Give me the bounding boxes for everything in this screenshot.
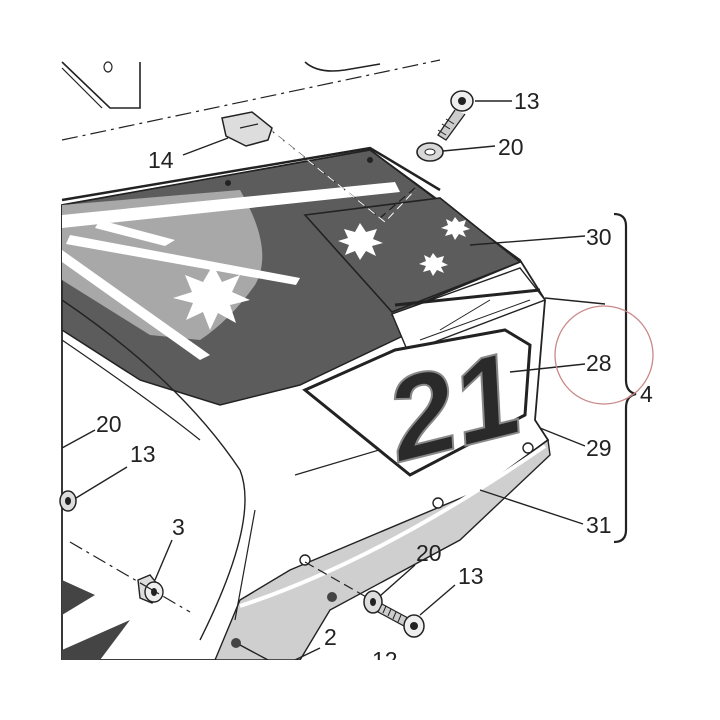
callout-20-bottom: 20: [416, 540, 442, 566]
callout-13-top: 13: [514, 88, 540, 114]
number-decal-28: 21: [302, 326, 535, 489]
bolt-part-13-bottom: [377, 603, 425, 638]
callout-4: 4: [640, 381, 653, 407]
upper-bracket-part: [61, 61, 381, 109]
white-strip: [391, 267, 547, 353]
axis-line-left: [69, 541, 191, 613]
axis-line-top: [61, 59, 441, 141]
bolt-part-13-top: [437, 90, 474, 141]
callout-13-left: 13: [130, 441, 156, 467]
group-bracket: [613, 212, 637, 544]
callout-3: 3: [172, 514, 185, 540]
axis-line-bottom: [304, 561, 369, 599]
washer-part-20-left: [59, 490, 77, 512]
washer-part-20-top: [416, 142, 444, 162]
highlight-circle: [554, 305, 654, 405]
washer-part-20-bottom: [363, 590, 383, 614]
callout-20-left: 20: [96, 411, 122, 437]
callout-30: 30: [586, 224, 612, 250]
decal-30: [303, 197, 522, 313]
left-star: [173, 265, 250, 330]
leader-lines: [61, 100, 606, 661]
callout-28: 28: [586, 350, 612, 376]
callout-20-top: 20: [498, 134, 524, 160]
bottom-mask: [0, 660, 720, 720]
clip-part-14: [221, 111, 273, 147]
callout-14: 14: [148, 147, 174, 173]
callout-31: 31: [586, 512, 612, 538]
callout-2: 2: [324, 624, 337, 650]
callout-13-bottom: 13: [458, 563, 484, 589]
callout-29: 29: [586, 435, 612, 461]
